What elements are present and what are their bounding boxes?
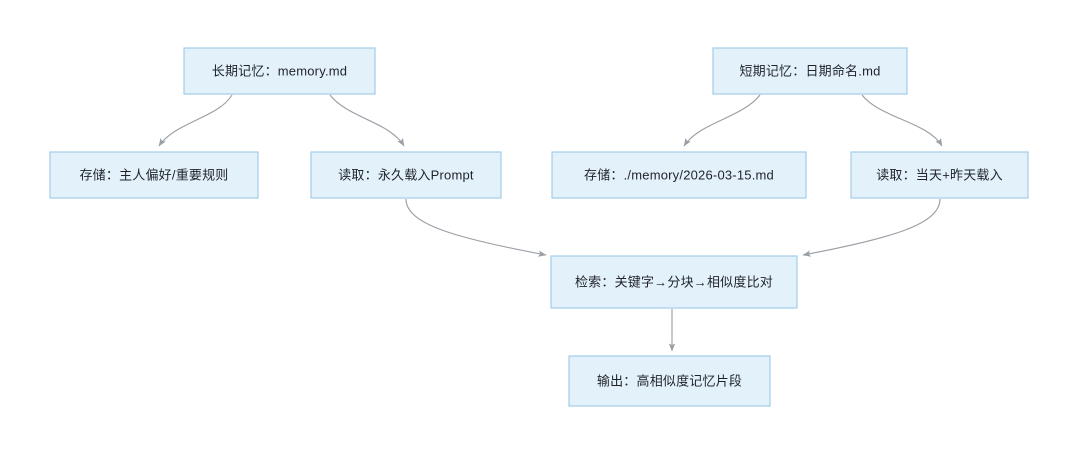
node-label: 检索：关键字→分块→相似度比对 (575, 274, 773, 289)
node-label: 输出：高相似度记忆片段 (597, 373, 742, 388)
flow-edge (802, 198, 941, 257)
node-label: 存储：主人偏好/重要规则 (79, 167, 228, 182)
node-label: 短期记忆：日期命名.md (739, 63, 880, 78)
node-box[interactable] (850, 151, 1029, 199)
node-label: 存储：./memory/2026-03-15.md (584, 167, 774, 182)
flow-edge (405, 198, 547, 257)
node-label: 读取：永久载入Prompt (338, 167, 474, 182)
node-label: 长期记忆：memory.md (212, 63, 347, 78)
flow-node-retrieve-pipeline[interactable]: 检索：关键字→分块→相似度比对 (550, 255, 798, 309)
flow-node-store-memory-path[interactable]: 存储：./memory/2026-03-15.md (551, 151, 807, 199)
flow-node-read-today-yesterday[interactable]: 读取：当天+昨天载入 (850, 151, 1029, 199)
node-label: 读取：当天+昨天载入 (876, 167, 1003, 182)
flow-edge (158, 94, 233, 147)
node-box[interactable] (712, 47, 908, 95)
nodes-layer: 长期记忆：memory.md 短期记忆：日期命名.md 存储：主人偏好/重要规则 读取… (49, 47, 1029, 407)
node-box[interactable] (568, 355, 771, 407)
flow-node-store-owner-preferences[interactable]: 存储：主人偏好/重要规则 (49, 151, 259, 199)
flow-node-output-memory-fragments[interactable]: 输出：高相似度记忆片段 (568, 355, 771, 407)
node-box[interactable] (551, 151, 807, 199)
flow-edge (329, 94, 405, 147)
flow-edge (861, 94, 943, 147)
edges-layer (158, 94, 943, 352)
flow-edge (683, 94, 761, 147)
node-box[interactable] (49, 151, 259, 199)
flow-node-short-term-memory[interactable]: 短期记忆：日期命名.md (712, 47, 908, 95)
node-box[interactable] (550, 255, 798, 309)
flow-node-long-term-memory[interactable]: 长期记忆：memory.md (183, 47, 376, 95)
node-box[interactable] (310, 151, 502, 199)
flow-node-read-permanent-prompt[interactable]: 读取：永久载入Prompt (310, 151, 502, 199)
node-box[interactable] (183, 47, 376, 95)
